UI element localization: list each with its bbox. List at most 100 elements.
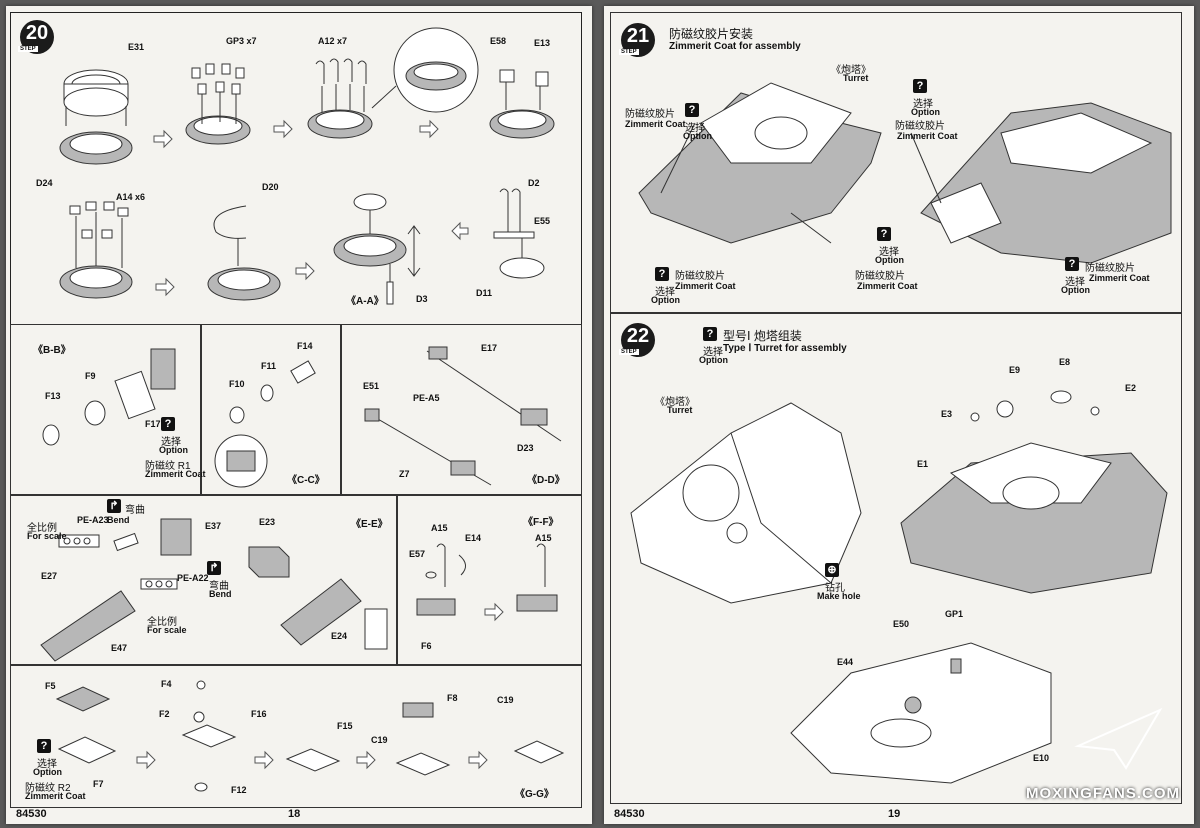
part-label-e14: E14 [465, 533, 482, 543]
option-cn: 选择 [161, 437, 181, 448]
callout-d-cn: 防磁纹胶片 [675, 271, 725, 282]
part-label-pe-a23: PE-A23 [77, 515, 109, 525]
view-label-aa: 《A-A》 [346, 296, 384, 307]
part-label-f12: F12 [231, 785, 247, 795]
step21-title-cn: 防磁纹胶片安装 [669, 27, 754, 41]
callout-a-cn: 防磁纹胶片 [625, 109, 675, 120]
part-label-e27: E27 [41, 571, 58, 581]
part-label-e31: E31 [128, 42, 145, 52]
zimmerit-cn: 防磁纹 R1 [145, 461, 191, 472]
panel-ee: PE-A23 E37 E27 E23 PE-A22 E47 E24 《E-E》 … [10, 494, 398, 666]
part-label-e57: E57 [409, 549, 426, 559]
bend-en-1: Bend [107, 515, 130, 525]
part-label-c19: C19 [371, 735, 388, 745]
option-cn: 选择 [913, 99, 933, 110]
panel-cc-title: 《C-C》 [287, 475, 325, 486]
part-label-e37: E37 [205, 521, 222, 531]
option-en: Option [683, 131, 712, 141]
scale-en-1: For scale [27, 531, 67, 541]
part-label-f15: F15 [337, 721, 353, 731]
callout-d-en: Zimmerit Coat [675, 281, 736, 291]
step-badge-21: 21 STEP [619, 23, 655, 57]
page-number: 19 [888, 808, 901, 820]
step21-panel: 21 STEP 防磁纹胶片安装 Zimmerit Coat for assemb… [610, 12, 1182, 314]
panel-ff-drawing [416, 543, 558, 622]
panel-gg: F5 F7 F4 F2 F12 F16 F15 C19 F8 C19 《G-G》… [10, 664, 582, 808]
step-badge-22: 22 STEP [619, 323, 655, 357]
part-label-e9: E9 [1009, 365, 1021, 375]
option-en: Option [1061, 285, 1090, 295]
step-number: 21 [626, 25, 650, 47]
part-label-d24: D24 [36, 178, 53, 188]
part-label-e58: E58 [490, 36, 507, 46]
part-label-f4: F4 [161, 679, 172, 689]
part-label-e51: E51 [363, 381, 380, 391]
part-label-f16: F16 [251, 709, 267, 719]
part-label-e17: E17 [481, 343, 498, 353]
turret-cn: 《炮塔》 [831, 65, 871, 76]
step22-title-en: Type Ⅰ Turret for assembly [723, 343, 847, 354]
option-en: Option [911, 107, 940, 117]
bend-en-2: Bend [209, 589, 232, 599]
panel-cc: F14 F11 F10 《C-C》 [200, 324, 342, 496]
part-label-e47: E47 [111, 643, 128, 653]
part-label-f6: F6 [421, 641, 432, 651]
part-label-e3: E3 [941, 409, 953, 419]
option-cn: 选择 [703, 347, 723, 358]
part-label-c19-b: C19 [497, 695, 514, 705]
step21-title-en: Zimmerit Coat for assembly [669, 41, 801, 52]
part-label-d11: D11 [476, 288, 493, 298]
part-label-a12: A12 x7 [318, 36, 348, 46]
kit-number: 84530 [16, 808, 47, 820]
panel-bb: 《B-B》 F13 F9 F17 ? 选择 Option 防磁纹 R1 Zimm… [10, 324, 206, 496]
callout-c-cn: 防磁纹胶片 [855, 271, 905, 282]
part-label-e44: E44 [837, 657, 854, 667]
part-label-a15: A15 [431, 523, 448, 533]
part-label-f8: F8 [447, 693, 458, 703]
part-label-f9: F9 [85, 371, 96, 381]
option-icon: ? [1065, 257, 1079, 271]
drill-icon: ⊕ [825, 563, 839, 577]
panel-ff-title: 《F-F》 [523, 517, 559, 528]
part-label-e10: E10 [1033, 753, 1050, 763]
zimmerit-cn: 防磁纹 R2 [25, 783, 71, 794]
turret-cn: 《炮塔》 [655, 397, 695, 408]
part-label-a15-b: A15 [535, 533, 552, 543]
option-icon: ? [913, 79, 927, 93]
scale-cn-2: 全比例 [147, 617, 177, 628]
drill-en: Make hole [817, 591, 861, 601]
option-icon: ? [685, 103, 699, 117]
callout-b-cn: 防磁纹胶片 [895, 121, 945, 132]
option-cn: 选择 [1065, 277, 1085, 288]
callout-e-en: Zimmerit Coat [1089, 273, 1150, 283]
watermark: MOXINGFANS.COM [1025, 785, 1180, 802]
scale-en-2: For scale [147, 625, 187, 635]
panel-ff: A15 E14 E57 F6 A15 《F-F》 [396, 494, 582, 666]
scale-cn-1: 全比例 [27, 523, 57, 534]
panel-gg-drawing [55, 680, 565, 792]
part-label-gp3: GP3 x7 [226, 36, 257, 46]
option-cn: 选择 [37, 759, 57, 770]
part-label-e8: E8 [1059, 357, 1071, 367]
callout-b-en: Zimmerit Coat [897, 131, 958, 141]
part-label-f5: F5 [45, 681, 56, 691]
part-label-d20: D20 [262, 182, 279, 192]
step22-title-cn: 型号Ⅰ 炮塔组装 [723, 329, 802, 343]
panel-bb-drawing [42, 348, 176, 446]
step-word: STEP [18, 46, 38, 52]
part-label-f11: F11 [261, 361, 277, 371]
part-label-e2: E2 [1125, 383, 1137, 393]
step21-drawing [638, 82, 1172, 264]
part-label-pe-a22: PE-A22 [177, 573, 209, 583]
page-number: 18 [288, 808, 301, 820]
step20-drawings [59, 27, 555, 305]
part-label-f14: F14 [297, 341, 313, 351]
option-icon: ? [703, 327, 717, 341]
step-word: STEP [619, 49, 639, 55]
zimmerit-en: Zimmerit Coat [25, 791, 86, 801]
kit-number: 84530 [614, 808, 645, 820]
step22-panel: 22 STEP ? 选择 Option 型号Ⅰ 炮塔组装 Type Ⅰ Turr… [610, 312, 1182, 804]
step-number: 22 [626, 325, 650, 347]
part-label-pe-a5: PE-A5 [413, 393, 440, 403]
part-label-d23: D23 [517, 443, 534, 453]
